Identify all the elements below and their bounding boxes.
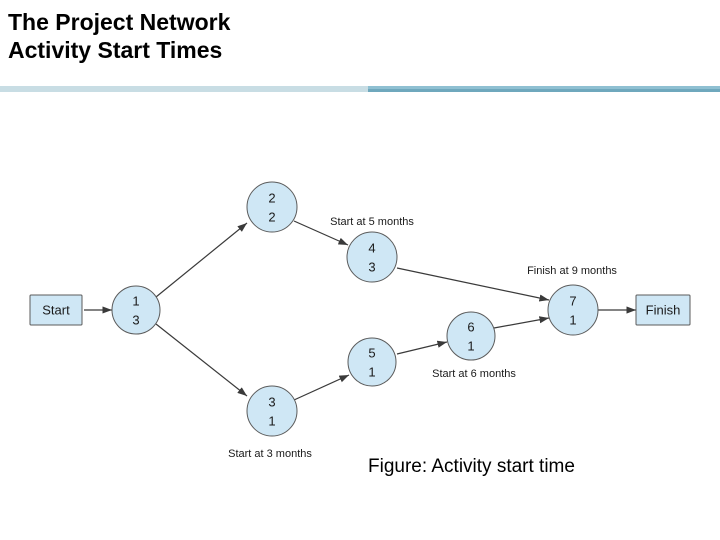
node-2-duration: 2 [268, 209, 275, 224]
node-6: 6 1 [446, 311, 496, 361]
node-7-duration: 1 [569, 312, 576, 327]
edge-4-to-7 [396, 267, 550, 302]
node-finish: Finish [635, 294, 691, 326]
edge-2-to-4 [293, 220, 349, 246]
node-5-number: 5 [368, 345, 375, 360]
node-7: 7 1 [547, 284, 599, 336]
node-3-number: 3 [268, 394, 275, 409]
network-diagram: Start Finish 1 3 2 2 3 [0, 130, 720, 470]
node-4-duration: 3 [368, 259, 375, 274]
node-6-duration: 1 [467, 338, 474, 353]
node-3: 3 1 [246, 385, 298, 437]
node-start-label: Start [42, 302, 70, 317]
node-1-number: 1 [132, 293, 139, 308]
annotation-start-at-6-months: Start at 6 months [432, 368, 516, 380]
edge-1-to-3 [155, 323, 248, 397]
node-3-duration: 1 [268, 413, 275, 428]
edge-6-to-7 [493, 316, 550, 329]
node-6-number: 6 [467, 319, 474, 334]
node-7-number: 7 [569, 293, 576, 308]
node-5-duration: 1 [368, 364, 375, 379]
node-1-duration: 3 [132, 312, 139, 327]
node-4: 4 3 [346, 231, 398, 283]
figure-caption: Figure: Activity start time [368, 456, 575, 477]
node-4-number: 4 [368, 240, 375, 255]
divider-left-segment [0, 86, 368, 92]
annotation-start-at-3-months: Start at 3 months [228, 448, 312, 460]
title-line-1: The Project Network [8, 9, 231, 35]
divider-right-segment [368, 86, 720, 92]
edge-5-to-6 [396, 340, 448, 355]
node-2-number: 2 [268, 190, 275, 205]
annotation-finish-at-9-months: Finish at 9 months [527, 265, 617, 277]
node-1: 1 3 [111, 285, 161, 335]
node-start: Start [29, 294, 83, 326]
annotation-start-at-5-months: Start at 5 months [330, 216, 414, 228]
title-line-2: Activity Start Times [8, 37, 223, 63]
divider-right-highlight [368, 86, 720, 89]
edge-1-to-2 [155, 222, 248, 298]
edge-3-to-5 [293, 374, 350, 401]
page-title: The Project Network Activity Start Times [8, 8, 508, 64]
node-finish-label: Finish [646, 302, 681, 317]
node-2: 2 2 [246, 181, 298, 233]
node-5: 5 1 [347, 337, 397, 387]
title-divider [0, 86, 720, 92]
network-diagram-svg: Start Finish 1 3 2 2 3 [29, 181, 691, 460]
